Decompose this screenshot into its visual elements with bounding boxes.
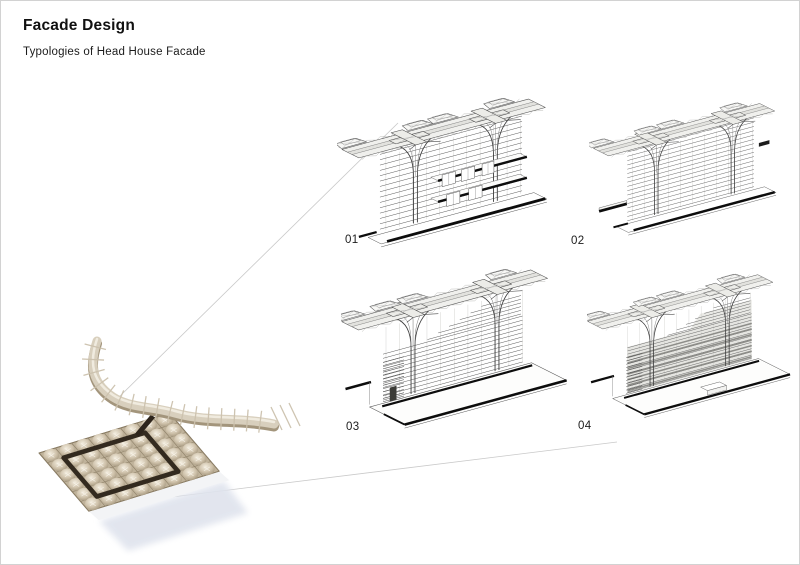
facade-drawing-04 bbox=[587, 273, 791, 418]
figure-label-02: 02 bbox=[571, 235, 585, 247]
figure-label-01: 01 bbox=[345, 234, 359, 246]
facade-drawing-02 bbox=[589, 102, 777, 236]
facade-drawing-01 bbox=[337, 98, 548, 248]
page-subtitle: Typologies of Head House Facade bbox=[23, 46, 206, 58]
facade-drawing-03 bbox=[341, 269, 567, 429]
site-model-3d-render bbox=[38, 336, 301, 551]
figure-label-04: 04 bbox=[578, 420, 592, 432]
page-title: Facade Design bbox=[23, 17, 136, 34]
figure-label-03: 03 bbox=[346, 421, 360, 433]
